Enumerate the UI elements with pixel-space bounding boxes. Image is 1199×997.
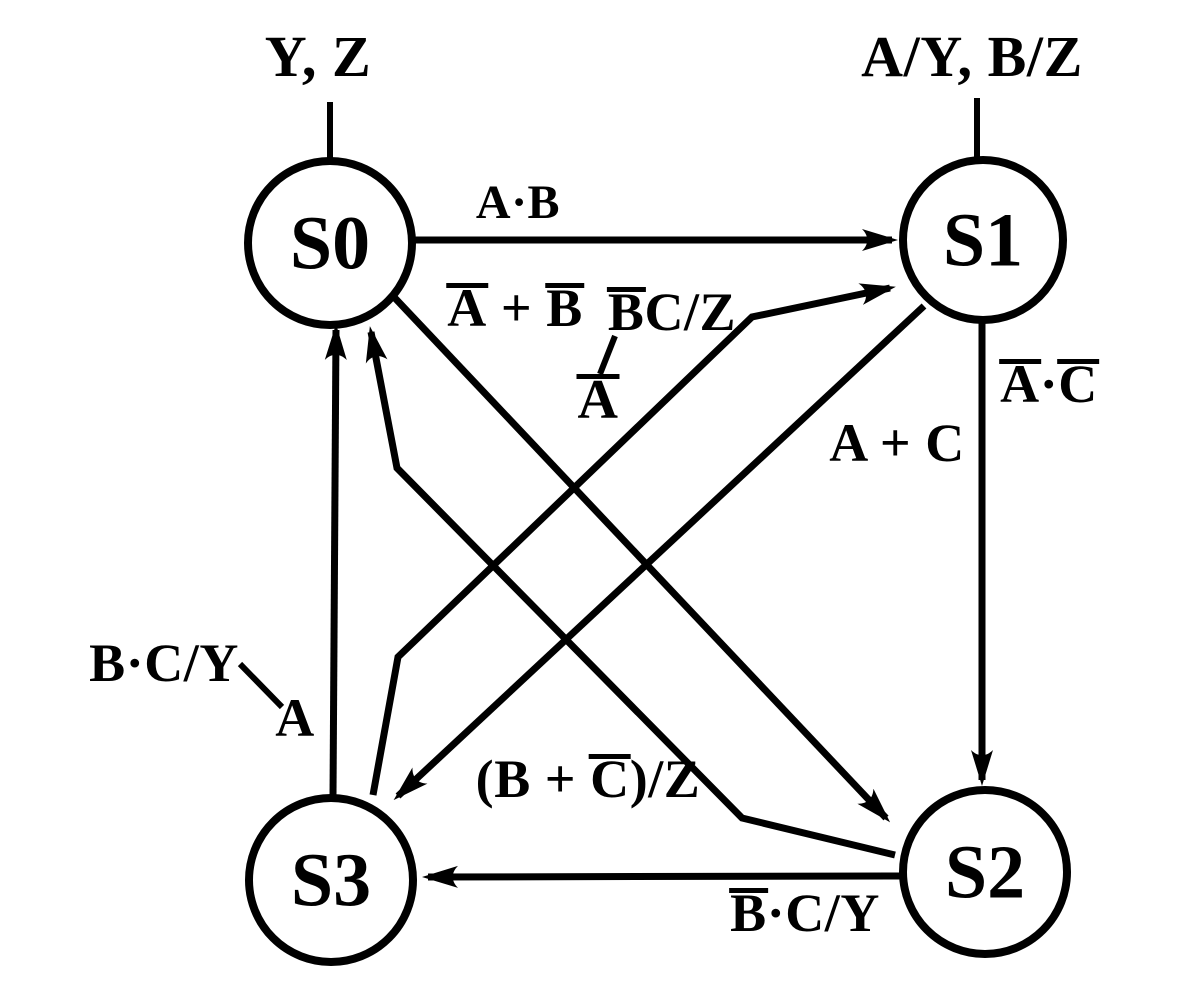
edge-label-s3-to-s1: A xyxy=(576,369,620,431)
state-label-s2: S2 xyxy=(944,830,1026,915)
edge-s3-to-s1 xyxy=(369,283,896,796)
edge-label-s1-to-s3: A + C xyxy=(829,413,965,473)
edge-label-s2-to-s3: B·C/Y xyxy=(729,883,880,943)
edge-label-s1-to-s2: A·C xyxy=(999,354,1099,414)
edge-s0-to-s2 xyxy=(390,293,891,823)
state-circle-s3 xyxy=(245,794,417,966)
edge-s3-to-s0 xyxy=(324,324,347,797)
edge-label-s0-to-s1: A·B xyxy=(475,176,561,229)
edge-label-s2-to-s0: (B + C)/Z xyxy=(475,749,701,809)
state-circle-s0 xyxy=(244,157,416,329)
label-leader-s3-to-s0-output xyxy=(237,661,285,710)
state-annotation-s0: Y, Z xyxy=(264,24,372,89)
edge-s2-to-s3 xyxy=(422,865,901,888)
edge-s1-to-s3 xyxy=(393,303,927,801)
state-label-s3: S3 xyxy=(290,838,372,923)
edge-output-label-s3-to-s1: BC/Z xyxy=(606,282,737,342)
state-label-s1: S1 xyxy=(942,198,1024,283)
state-circle-s1 xyxy=(899,156,1067,324)
edge-label-s3-to-s0: A xyxy=(275,688,315,748)
edge-s2-to-s0 xyxy=(365,326,896,859)
edge-label-s0-to-s2: A + B xyxy=(446,278,584,338)
label-leader-s3-to-s1-output xyxy=(597,334,618,376)
edge-output-label-s3-to-s0: B·C/Y xyxy=(89,633,239,693)
state-circle-s2 xyxy=(899,786,1071,958)
state-annotation-s1: A/Y, B/Z xyxy=(861,24,1083,89)
state-label-s0: S0 xyxy=(289,201,371,286)
